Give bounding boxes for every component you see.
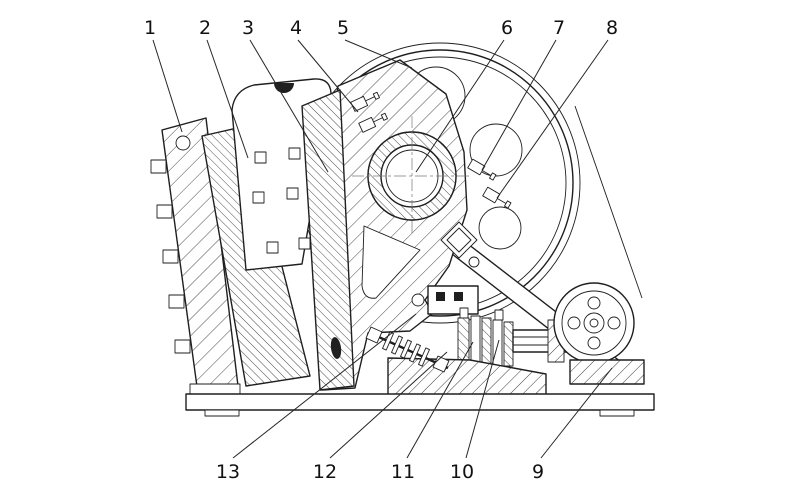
flywheel-hole bbox=[469, 123, 523, 177]
key-block bbox=[440, 221, 478, 259]
leader-line-3 bbox=[249, 39, 329, 173]
callout-1: 1 bbox=[144, 17, 156, 39]
pulley-hole bbox=[567, 316, 581, 330]
pulley-hole bbox=[587, 336, 601, 350]
callout-9: 9 bbox=[532, 461, 544, 483]
support-wedge bbox=[387, 357, 547, 397]
wall-bolt bbox=[174, 339, 191, 354]
base-frame bbox=[185, 383, 655, 417]
bracket-bolt bbox=[454, 292, 463, 301]
eccentric-shaft-hub bbox=[352, 116, 472, 236]
plate-bolt bbox=[252, 191, 265, 204]
bolt bbox=[482, 186, 512, 209]
leader-line-9 bbox=[540, 367, 613, 459]
leader-line-12 bbox=[329, 351, 448, 459]
wall-hole bbox=[175, 135, 191, 151]
wall-bolt bbox=[162, 249, 179, 264]
plate-bolt bbox=[286, 187, 299, 200]
callout-6: 6 bbox=[501, 17, 513, 39]
jaw-plate-wedge bbox=[330, 337, 342, 359]
base-foot bbox=[204, 409, 240, 417]
callout-11: 11 bbox=[391, 461, 415, 483]
pulley-mount bbox=[569, 359, 645, 385]
plate-bolt bbox=[298, 237, 311, 250]
wall-bolt bbox=[168, 294, 185, 309]
rod-nut bbox=[365, 326, 383, 344]
leader-line-11 bbox=[406, 341, 474, 459]
callout-2: 2 bbox=[199, 17, 211, 39]
leader-line-8 bbox=[496, 39, 609, 199]
leader-line-10 bbox=[465, 339, 500, 459]
jaw-bolts bbox=[350, 91, 512, 209]
spring-coil bbox=[391, 335, 403, 355]
callout-10: 10 bbox=[450, 461, 474, 483]
callout-labels: 1 2 3 4 5 6 7 8 9 10 11 12 13 bbox=[144, 17, 618, 483]
pulley-hole bbox=[587, 296, 601, 310]
belt-line bbox=[574, 105, 643, 299]
pivot-pin bbox=[411, 293, 425, 307]
pulley-shaft bbox=[589, 318, 599, 328]
wall-bolt bbox=[150, 159, 167, 174]
leader-line-2 bbox=[206, 39, 249, 159]
pulley-hole bbox=[607, 316, 621, 330]
drive-pulley bbox=[553, 282, 645, 385]
shim-plate bbox=[481, 317, 492, 367]
spring-coil bbox=[418, 347, 430, 367]
shim-plate bbox=[457, 317, 470, 365]
wall-bolt bbox=[156, 204, 173, 219]
bolt bbox=[467, 158, 497, 181]
shim-plate bbox=[492, 319, 503, 367]
toggle-bracket bbox=[427, 285, 479, 315]
leader-line-1 bbox=[152, 39, 183, 133]
plate-bolt bbox=[254, 151, 267, 164]
plate-bolt bbox=[288, 147, 301, 160]
shim-plate bbox=[470, 315, 481, 367]
leader-line-7 bbox=[481, 39, 557, 171]
bracket-bolt bbox=[436, 292, 445, 301]
plate-bolt bbox=[266, 241, 279, 254]
strut-pin bbox=[468, 256, 480, 268]
leader-lines bbox=[152, 39, 613, 459]
shim-plate bbox=[503, 321, 514, 367]
movable-jaw-plate bbox=[301, 89, 355, 391]
flywheel-hole bbox=[478, 206, 522, 250]
bolt bbox=[358, 112, 388, 133]
callout-4: 4 bbox=[290, 17, 302, 39]
callout-5: 5 bbox=[337, 17, 349, 39]
base-foot bbox=[599, 409, 635, 417]
callout-13: 13 bbox=[216, 461, 240, 483]
leader-line-5 bbox=[344, 39, 413, 69]
plate-notch bbox=[274, 83, 294, 93]
shim-bolt bbox=[494, 309, 504, 321]
spring-coil bbox=[382, 331, 394, 351]
leader-line-13 bbox=[232, 313, 417, 459]
leader-line-6 bbox=[415, 39, 505, 173]
spring-coil bbox=[400, 339, 412, 359]
jaw-cutout bbox=[361, 225, 421, 299]
spring-coil bbox=[409, 343, 421, 363]
callout-3: 3 bbox=[242, 17, 254, 39]
rod-nut bbox=[432, 355, 450, 373]
shim-bolt bbox=[459, 307, 469, 319]
callout-7: 7 bbox=[553, 17, 565, 39]
callout-12: 12 bbox=[313, 461, 337, 483]
leader-line-4 bbox=[297, 39, 359, 113]
base-plate bbox=[185, 393, 655, 411]
callout-8: 8 bbox=[606, 17, 618, 39]
